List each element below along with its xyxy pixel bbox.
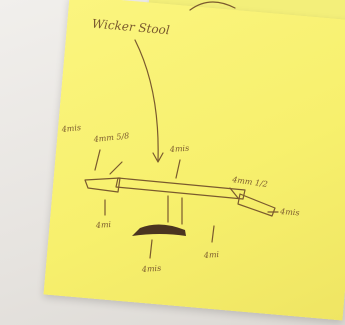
arrow-right-bottom bbox=[212, 226, 214, 242]
label-right-bottom: 4mi bbox=[203, 250, 220, 260]
label-center-top: 4mis bbox=[169, 144, 190, 154]
label-center-bottom: 4mis bbox=[141, 264, 162, 274]
arrow-center-top bbox=[176, 160, 180, 178]
label-right-mid: 4mm 1/2 bbox=[231, 175, 269, 189]
stool-stem bbox=[168, 196, 182, 224]
stool-base bbox=[132, 224, 186, 236]
arrow-left-mid bbox=[110, 162, 122, 174]
stool-left-wing bbox=[85, 178, 120, 192]
sketch-title: Wicker Stool bbox=[91, 17, 170, 38]
stool-seat bbox=[116, 178, 245, 199]
label-right-end: 4mis bbox=[279, 207, 300, 217]
label-left-top: 4mis bbox=[60, 123, 81, 134]
label-left-bottom: 4mi bbox=[95, 220, 112, 230]
label-left-mid: 4mm 5/8 bbox=[92, 131, 129, 144]
arrow-center-bottom bbox=[150, 240, 152, 258]
title-arrow bbox=[135, 40, 158, 160]
top-note-scribble bbox=[190, 2, 235, 10]
arrow-left-top bbox=[95, 150, 100, 170]
